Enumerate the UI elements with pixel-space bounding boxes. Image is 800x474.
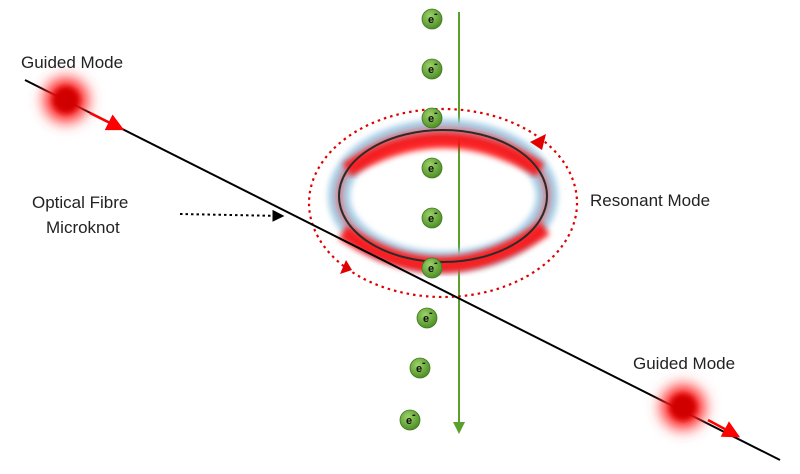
electron-symbol: e [428,113,434,125]
guided-mode-top-label: Guided Mode [21,53,123,72]
arrow-icon [707,418,741,438]
electron-charge: - [434,8,438,20]
electron-icon: e- [416,307,438,329]
electron-icon: e- [421,58,443,80]
electron-charge: - [434,58,438,70]
optical-fibre-label-line2: Microknot [46,218,120,237]
electron-charge: - [412,409,416,421]
electron-symbol: e [428,14,434,26]
electron-column: e-e-e-e-e-e-e-e-e- [399,8,443,431]
optical-fibre-label-line1: Optical Fibre [32,193,128,212]
red-glow-icon [38,72,94,128]
electron-symbol: e [406,415,412,427]
electron-symbol: e [416,363,422,375]
electron-charge: - [422,357,426,369]
pointer-arrow [179,209,285,222]
electron-icon: e- [421,257,443,279]
resonant-mode-label: Resonant Mode [590,191,710,210]
electron-charge: - [434,107,438,119]
electron-icon: e- [409,357,431,379]
arrow-icon [530,134,546,150]
electron-charge: - [429,307,433,319]
electron-symbol: e [428,64,434,76]
arrow-icon [89,111,125,131]
electron-icon: e- [421,107,443,129]
resonant-mode-orbit [307,107,579,299]
electron-icon: e- [421,207,443,229]
electron-icon: e- [399,409,421,431]
arrow-icon [340,260,352,274]
electron-icon: e- [421,8,443,30]
electron-symbol: e [423,313,429,325]
red-glow-icon [655,379,711,435]
microknot-ring [328,119,558,273]
optical-fibre [24,79,781,461]
electron-symbol: e [428,263,434,275]
electron-charge: - [434,207,438,219]
electron-charge: - [434,157,438,169]
electron-icon: e- [421,157,443,179]
guided-mode-bottom-label: Guided Mode [633,354,735,373]
electron-symbol: e [428,163,434,175]
electron-symbol: e [428,213,434,225]
electron-charge: - [434,257,438,269]
